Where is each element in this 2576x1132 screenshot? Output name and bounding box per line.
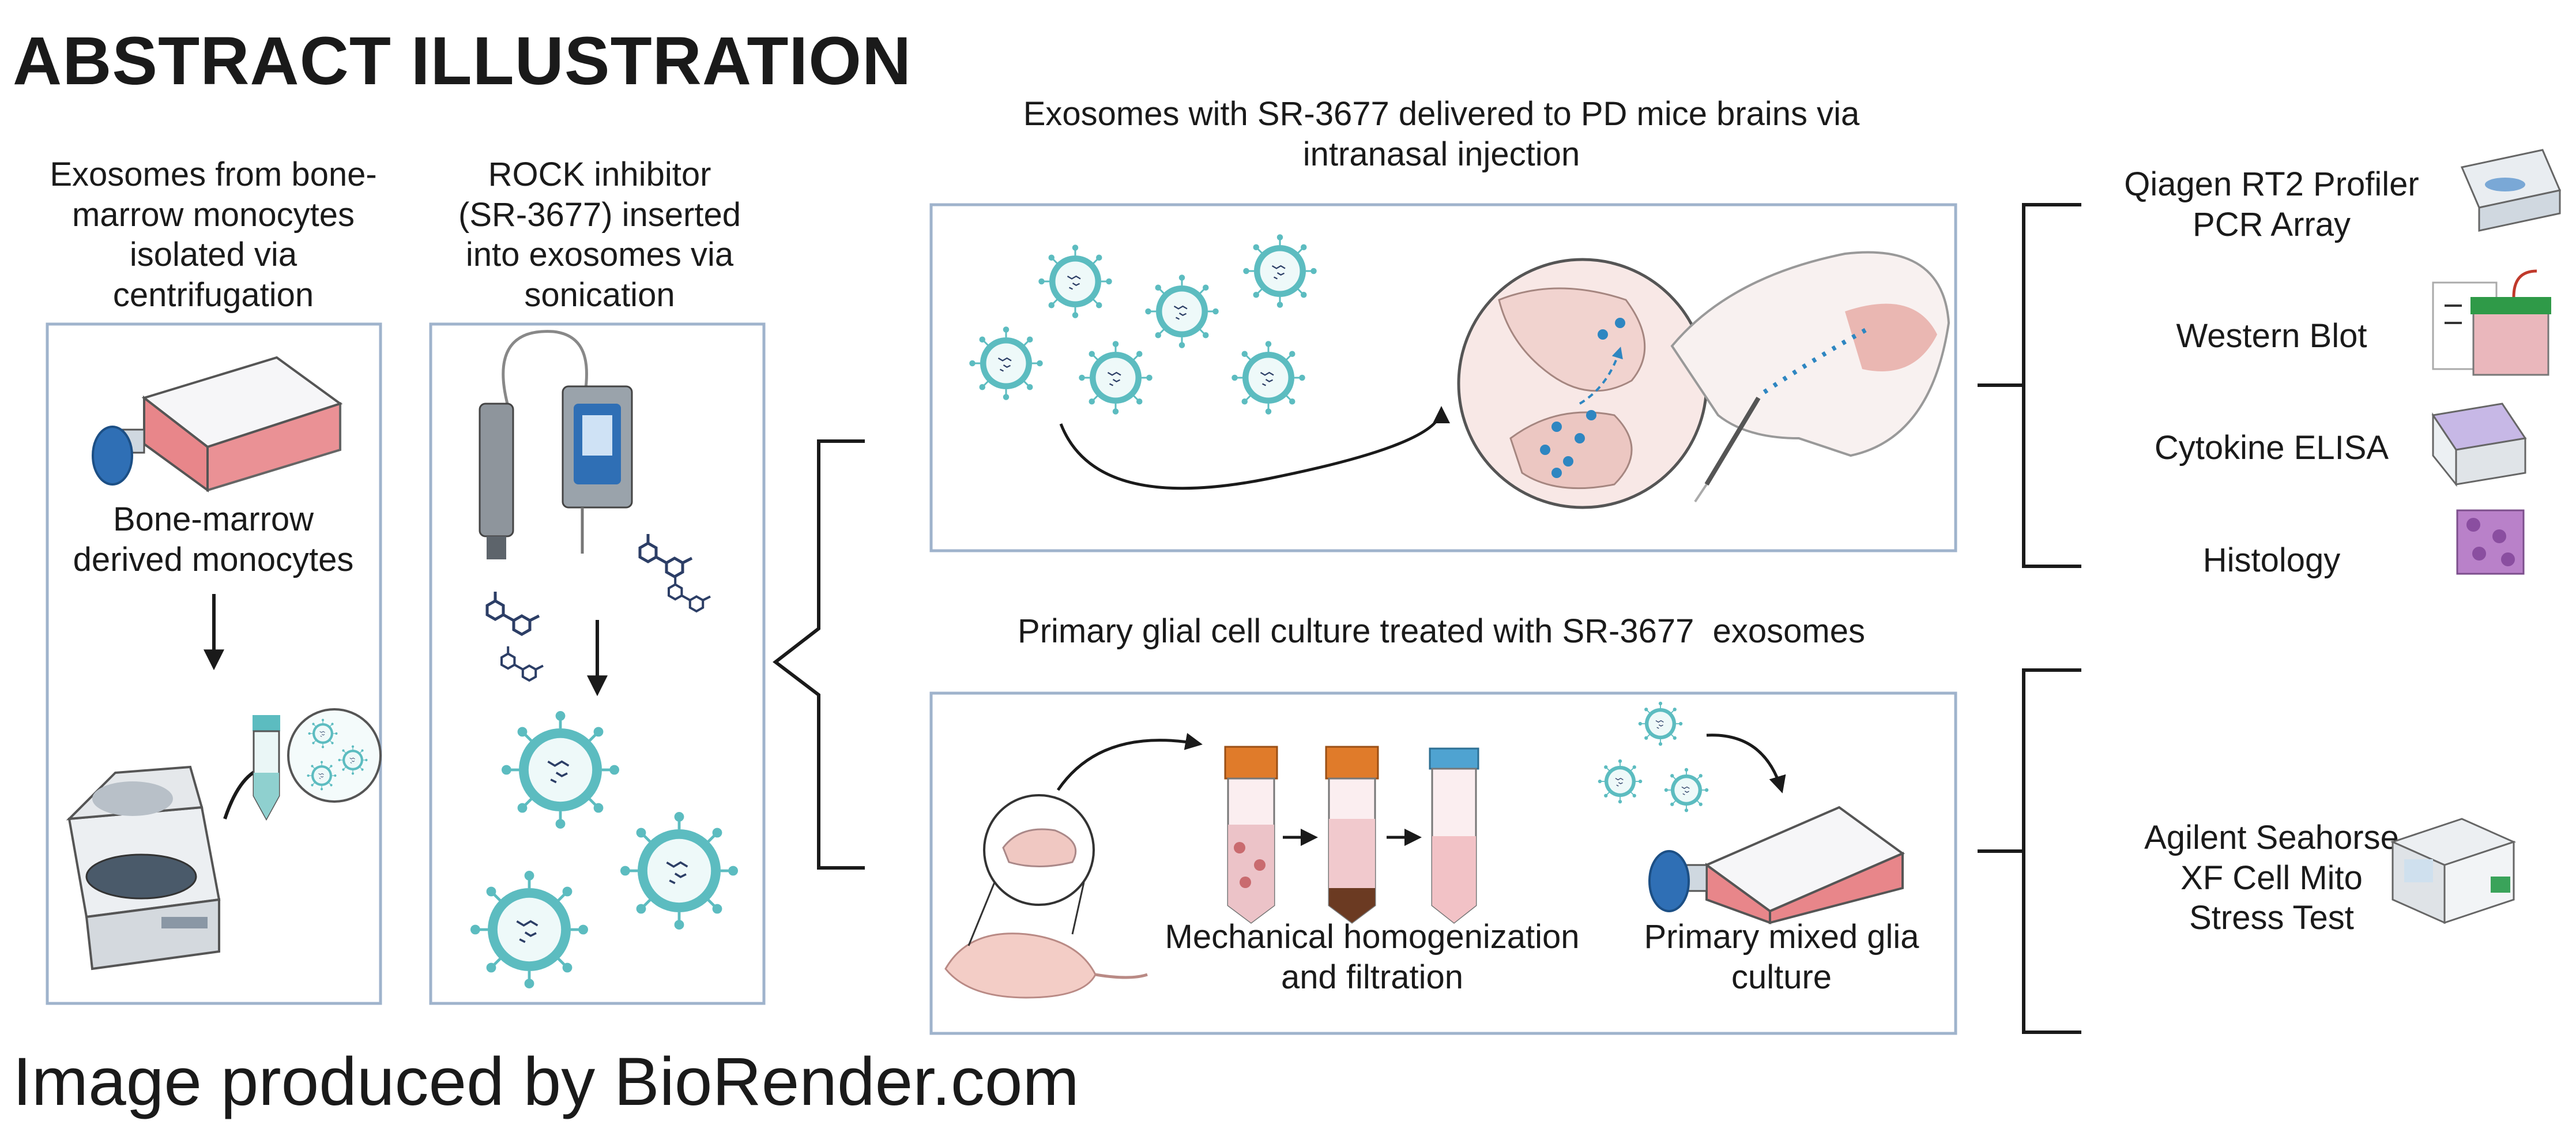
neonatal-mouse-icon: [944, 932, 1148, 999]
exosome-cluster-icon: [969, 234, 1317, 415]
exosome-zoom-inset: [287, 708, 382, 803]
glia-culture-flask-icon: [1648, 806, 1905, 924]
exosome-to-flask-arrow: [1706, 734, 1786, 793]
brain-zoom-icon: [967, 794, 1095, 946]
centrifuge-icon: [66, 765, 221, 971]
falcon-tube-icon: [253, 715, 280, 821]
exosome-cluster-small-icon: [1598, 701, 1709, 813]
homogenization-tube-icon: [1224, 746, 1278, 924]
sonicator-icon: [479, 330, 633, 559]
step1-heading: Exosomes from bone-marrow monocytes isol…: [50, 156, 377, 314]
assay-label-western-blot: Western Blot: [2176, 317, 2367, 355]
main-title: ABSTRACT ILLUSTRATION: [13, 23, 912, 99]
elisa-plate-reader-icon: [2431, 403, 2527, 487]
delivery-arrow: [1059, 406, 1450, 490]
loaded-exosomes-icon: [472, 712, 736, 987]
in-vivo-heading: Exosomes with SR-3677 delivered to PD mi…: [1023, 95, 1860, 173]
mouse-brain-zoom-icon: [1457, 258, 1708, 509]
footer-credit: Image produced by BioRender.com: [13, 1044, 1079, 1120]
culture-flask-icon: [92, 356, 343, 492]
seahorse-analyzer-icon: [2390, 818, 2517, 924]
step1-panel: [46, 322, 382, 1005]
in-vitro-heading: Primary glial cell culture treated with …: [1018, 612, 1865, 650]
histology-slide-icon: [2456, 509, 2525, 575]
brain-to-tube-arrow: [1056, 733, 1203, 791]
assay-label-histology: Histology: [2202, 541, 2341, 579]
in-vitro-panel: [929, 691, 1957, 1035]
step2-heading: ROCK inhibitor(SR-3677) inserted into ex…: [458, 156, 741, 314]
conical-tube-icon: [1429, 747, 1479, 924]
in-vivo-assays-brace: [1978, 203, 2081, 568]
pcr-machine-icon: [2460, 149, 2562, 232]
assay-label-elisa: Cytokine ELISA: [2154, 429, 2389, 467]
mouse-intranasal-icon: [1670, 251, 1950, 503]
filtration-tube-icon: [1325, 746, 1379, 924]
split-brace: [773, 439, 865, 870]
step2-panel: [429, 322, 766, 1005]
in-vitro-assays-brace: [1978, 668, 2081, 1034]
in-vivo-panel: [929, 203, 1957, 552]
western-blot-icon: [2432, 269, 2551, 376]
